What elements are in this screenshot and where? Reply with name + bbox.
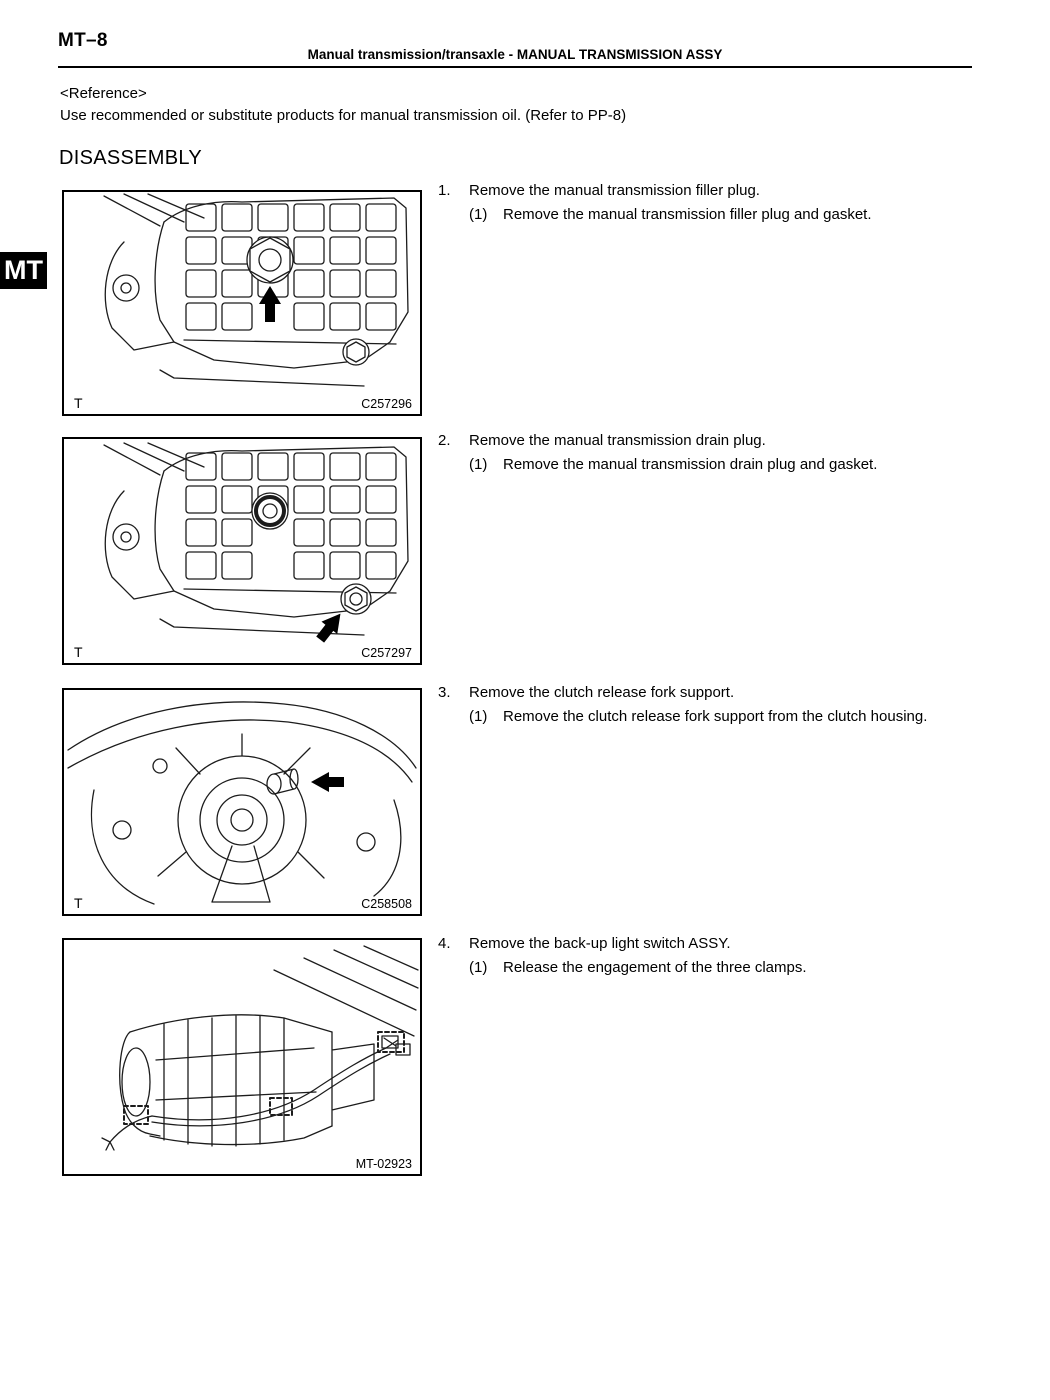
figure-drain-plug: T C257297: [62, 437, 422, 665]
figure-3-illustration: [67, 701, 417, 905]
step-4: 4. Remove the back-up light switch ASSY.…: [438, 932, 1004, 979]
fork-support-stud-icon: [266, 768, 299, 795]
drain-plug-small-icon: [342, 338, 370, 366]
figure-corner-label: T: [72, 895, 85, 911]
substep-number: (1): [469, 456, 488, 473]
figure-code: C258508: [359, 897, 414, 911]
step-text: Remove the clutch release fork support.: [469, 684, 735, 701]
side-tab-mt: MT: [0, 252, 47, 289]
figure-1-illustration: [103, 193, 409, 387]
substep-text: Remove the clutch release fork support f…: [503, 708, 928, 725]
figure-code: MT-02923: [353, 1157, 414, 1171]
figure-code: C257297: [359, 646, 414, 660]
substep-text: Release the engagement of the three clam…: [503, 959, 807, 976]
figure-4-illustration: [101, 945, 419, 1151]
direction-arrow-icon: [316, 613, 341, 643]
clamp-marker-icon: [377, 1031, 405, 1053]
step-1: 1. Remove the manual transmission filler…: [438, 179, 1004, 226]
substep-text: Remove the manual transmission filler pl…: [503, 206, 872, 223]
figure-backup-light-switch: MT-02923: [62, 938, 422, 1176]
rib-grid: [185, 452, 397, 580]
reference-label: <Reference>: [60, 85, 147, 102]
direction-arrow-icon: [259, 286, 281, 322]
step-text: Remove the back-up light switch ASSY.: [469, 935, 731, 952]
figure-code: C257296: [359, 397, 414, 411]
figure-2-illustration: [103, 442, 409, 643]
filler-hole-icon: [251, 492, 289, 530]
figure-filler-plug: T C257296: [62, 190, 422, 416]
substep-text: Remove the manual transmission drain plu…: [503, 456, 878, 473]
section-title: DISASSEMBLY: [59, 147, 202, 169]
page-number: MT–8: [58, 30, 108, 51]
header-rule: [58, 66, 972, 68]
step-text: Remove the manual transmission drain plu…: [469, 432, 766, 449]
figure-release-fork-support: T C258508: [62, 688, 422, 916]
step-3: 3. Remove the clutch release fork suppor…: [438, 681, 1004, 728]
figure-corner-label: T: [72, 395, 85, 411]
figure-corner-label: T: [72, 644, 85, 660]
drain-plug-icon: [340, 583, 372, 615]
clamp-marker-icon: [269, 1097, 293, 1116]
step-number: 3.: [438, 684, 451, 701]
reference-text: Use recommended or substitute products f…: [60, 107, 627, 124]
clamp-marker-icon: [123, 1105, 149, 1125]
step-2: 2. Remove the manual transmission drain …: [438, 429, 1004, 476]
substep-number: (1): [469, 708, 488, 725]
direction-arrow-icon: [311, 772, 344, 792]
substep-number: (1): [469, 959, 488, 976]
step-number: 4.: [438, 935, 451, 952]
step-number: 2.: [438, 432, 451, 449]
step-text: Remove the manual transmission filler pl…: [469, 182, 760, 199]
header-title: Manual transmission/transaxle - MANUAL T…: [307, 47, 723, 62]
step-number: 1.: [438, 182, 451, 199]
substep-number: (1): [469, 206, 488, 223]
filler-plug-icon: [246, 236, 294, 284]
